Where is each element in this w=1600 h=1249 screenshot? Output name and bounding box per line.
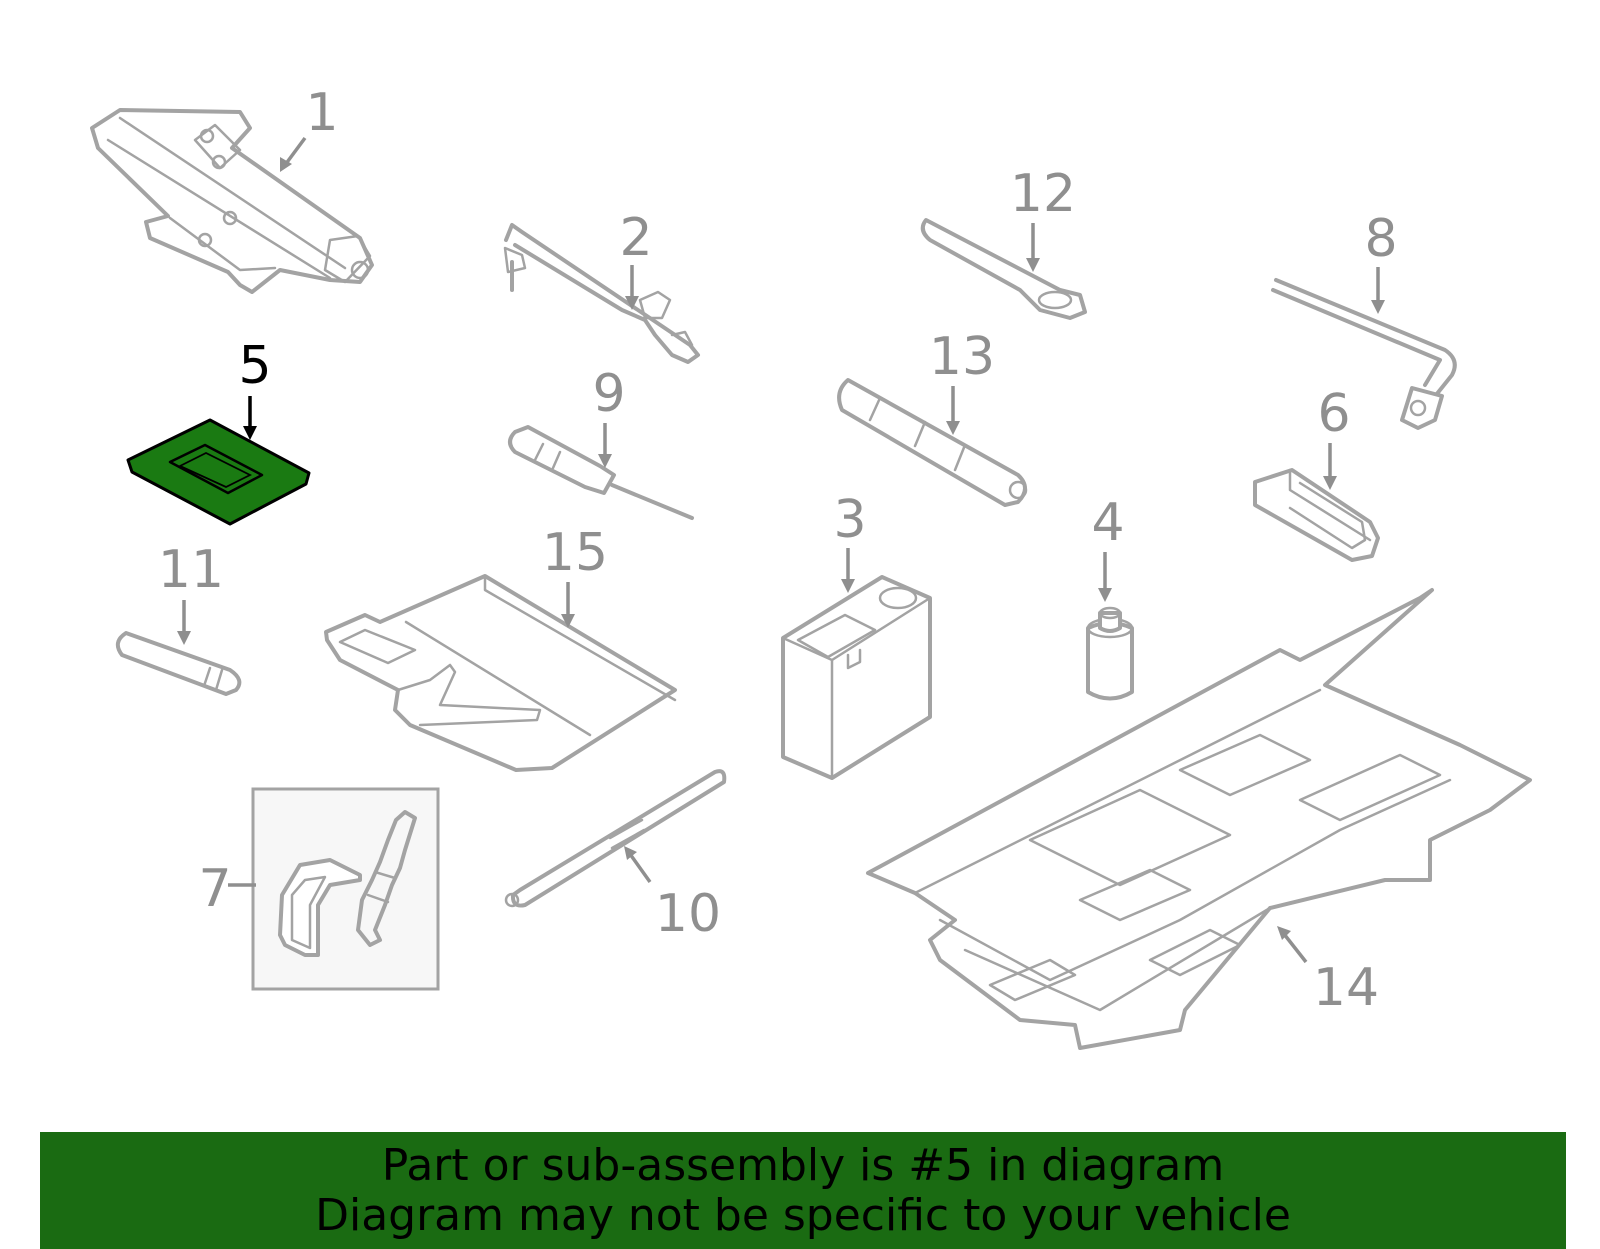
leader-13 (946, 386, 960, 435)
leader-3 (841, 548, 855, 593)
callout-14: 14 (1313, 958, 1379, 1018)
callout-2: 2 (619, 208, 652, 268)
leader-14 (1277, 926, 1308, 964)
part-2-jack-hook[interactable] (503, 223, 700, 364)
callout-12: 12 (1010, 164, 1076, 224)
callout-9: 9 (592, 364, 625, 424)
leader-4 (1098, 552, 1112, 602)
callout-11: 11 (158, 540, 224, 600)
leader-10 (624, 846, 652, 884)
leader-8 (1371, 267, 1385, 314)
callout-1: 1 (305, 83, 338, 143)
banner-line-1: Part or sub-assembly is #5 in diagram (381, 1139, 1225, 1191)
part-6-bracket[interactable] (1253, 468, 1380, 562)
part-15-foam-insert[interactable] (324, 574, 677, 772)
part-3-repair-kit-box[interactable] (781, 575, 932, 780)
info-banner: Part or sub-assembly is #5 in diagram Di… (40, 1132, 1566, 1249)
leader-15 (561, 582, 575, 628)
part-5-foam-tray-highlighted[interactable] (126, 418, 311, 526)
callout-5: 5 (238, 336, 271, 396)
callout-7: 7 (198, 859, 231, 919)
part-9-screwdriver[interactable] (508, 425, 694, 520)
part-10-extension-rod[interactable] (504, 769, 727, 908)
leader-1 (280, 136, 307, 172)
callout-6: 6 (1317, 384, 1350, 444)
part-13-bar[interactable] (837, 378, 1028, 507)
leader-9 (598, 423, 612, 468)
part-4-sealant-bottle[interactable] (1086, 606, 1134, 701)
callout-10: 10 (655, 884, 721, 944)
part-12-towing-eye[interactable] (920, 218, 1087, 320)
leader-12 (1026, 223, 1040, 272)
part-1-scissor-jack[interactable] (90, 108, 374, 294)
callout-15: 15 (542, 523, 608, 583)
leader-6 (1323, 443, 1337, 490)
banner-line-2: Diagram may not be specific to your vehi… (315, 1189, 1291, 1241)
part-7-clip-set[interactable] (251, 787, 440, 991)
leader-5 (243, 396, 257, 440)
part-11-pin[interactable] (115, 631, 242, 696)
part-8-lug-wrench[interactable] (1271, 278, 1457, 430)
callout-4: 4 (1091, 493, 1124, 553)
callout-13: 13 (929, 327, 995, 387)
callout-8: 8 (1364, 209, 1397, 269)
leader-11 (177, 600, 191, 645)
leader-2 (625, 265, 639, 310)
callout-3: 3 (833, 490, 866, 550)
part-14-trunk-floor-tray[interactable] (866, 588, 1532, 1050)
